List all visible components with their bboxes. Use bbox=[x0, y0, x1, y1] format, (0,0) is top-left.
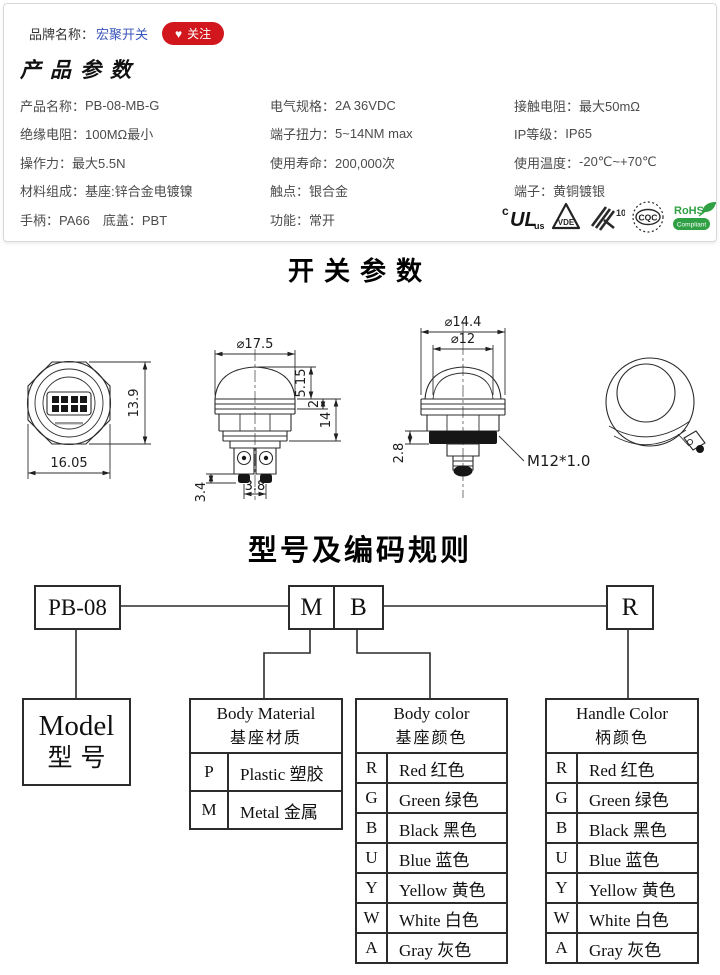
param-terminal-material: 端子：黄铜镀银 bbox=[514, 184, 606, 200]
svg-text:CQC: CQC bbox=[639, 213, 658, 223]
svg-text:10: 10 bbox=[616, 208, 625, 218]
handle-color-header-cn: 柄颜色 bbox=[594, 730, 649, 747]
thread-view-drawing: ⌀14.4 ⌀12 2.8 M12*1.0 bbox=[392, 315, 590, 498]
vde-certification-icon: VDE bbox=[551, 202, 581, 230]
follow-button[interactable]: ♥ 关注 bbox=[162, 22, 225, 45]
coding-connector-lines bbox=[75, 605, 629, 698]
heart-icon: ♥ bbox=[175, 26, 183, 41]
param-service-life: 使用寿命：200,000次 bbox=[270, 155, 396, 171]
product-params-grid: 产品名称：PB-08-MB-G 电气规格：2A 36VDC 接触电阻：最大50m… bbox=[20, 91, 712, 234]
svg-text:Compliant: Compliant bbox=[677, 222, 706, 229]
param-product-name: 产品名称：PB-08-MB-G bbox=[20, 97, 160, 114]
ul-certification-icon: c UL us bbox=[502, 204, 545, 231]
model-coding-heading: 型号及编码规则 bbox=[247, 535, 472, 567]
follow-button-label: 关注 bbox=[187, 27, 212, 41]
param-contact-resistance: 接触电阻：最大50mΩ bbox=[514, 98, 641, 114]
dim-thread-seal-height: 2.8 bbox=[392, 443, 407, 464]
model-label-cn: 型号 bbox=[47, 744, 114, 772]
param-ip-rating: IP等级：IP65 bbox=[514, 126, 593, 143]
material-code-box: M bbox=[288, 585, 335, 630]
dim-front-width: 16.05 bbox=[50, 456, 87, 471]
dim-side-pin-height: 3.4 bbox=[194, 482, 209, 503]
body-material-header-cn: 基座材质 bbox=[229, 730, 302, 747]
terminal-pins-front bbox=[52, 396, 87, 412]
param-material-composition: 材料组成：基座:锌合金电镀镍 bbox=[20, 184, 193, 200]
side-view-drawing: ⌀17.5 5.15 2 14 3.4 3.8 bbox=[194, 337, 341, 502]
svg-text:RoHS: RoHS bbox=[674, 205, 704, 217]
param-operating-temperature: 使用温度：-20℃~+70℃ bbox=[514, 154, 657, 171]
technical-drawings: 13.9 16.05 bbox=[0, 315, 720, 502]
model-label-en: Model bbox=[38, 710, 115, 743]
k10-certification-icon: 10 bbox=[590, 206, 625, 231]
svg-text:VDE: VDE bbox=[558, 218, 575, 227]
dim-side-ring-height: 2 bbox=[307, 400, 322, 408]
param-insulation-resistance: 绝缘电阻：100MΩ最小 bbox=[20, 127, 154, 143]
dim-side-dome-height: 5.15 bbox=[294, 369, 309, 398]
dim-thread-cap-diameter: ⌀14.4 bbox=[445, 315, 482, 330]
cqc-certification-icon: CQC bbox=[632, 201, 664, 233]
svg-text:us: us bbox=[534, 221, 545, 231]
front-view-drawing: 13.9 16.05 bbox=[28, 362, 152, 480]
leaf-icon bbox=[702, 202, 716, 213]
brand-bar: 品牌名称： 宏聚开关 ♥ 关注 bbox=[29, 22, 225, 45]
brand-link[interactable]: 宏聚开关 bbox=[96, 27, 149, 42]
param-operating-force: 操作力：最大5.5N bbox=[20, 155, 126, 171]
model-label-box: Model 型号 bbox=[22, 698, 131, 786]
dim-side-pin-pitch: 3.8 bbox=[245, 479, 266, 494]
product-params-title: 产品参数 bbox=[20, 57, 140, 82]
certification-icons: c UL us VDE 10 CQC RoHS C bbox=[501, 196, 717, 238]
dim-front-height: 13.9 bbox=[127, 389, 142, 418]
handle-color-header-en: Handle Color bbox=[575, 704, 669, 723]
switch-params-heading: 开关参数 bbox=[287, 256, 432, 286]
svg-text:UL: UL bbox=[510, 209, 537, 231]
body-color-code-box: B bbox=[333, 585, 384, 630]
dim-side-cap-diameter: ⌀17.5 bbox=[237, 337, 274, 352]
body-material-header-en: Body Material bbox=[216, 704, 316, 723]
param-terminal-torque: 端子扭力：5~14NM max bbox=[270, 126, 413, 143]
dim-side-body-height: 14 bbox=[319, 412, 334, 429]
param-function: 功能：常开 bbox=[270, 212, 336, 228]
body-color-header-en: Body color bbox=[393, 704, 470, 723]
perspective-view-drawing bbox=[606, 358, 705, 453]
svg-text:c: c bbox=[502, 204, 509, 218]
param-electrical-rating: 电气规格：2A 36VDC bbox=[270, 97, 396, 114]
param-contact-material: 触点：银合金 bbox=[270, 184, 349, 200]
param-handle-material: 手柄：PA66 底盖：PBT bbox=[20, 212, 168, 228]
dim-thread-button-diameter: ⌀12 bbox=[451, 332, 475, 347]
handle-color-code-box: R bbox=[606, 585, 654, 630]
rohs-certification-icon: RoHS Compliant bbox=[673, 202, 717, 230]
body-color-header-cn: 基座颜色 bbox=[395, 730, 468, 747]
brand-name-label: 品牌名称： bbox=[29, 27, 95, 42]
model-code-box: PB-08 bbox=[34, 585, 121, 630]
product-params-card: 品牌名称： 宏聚开关 ♥ 关注 产品参数 产品名称：PB-08-MB-G 电气规… bbox=[3, 3, 717, 242]
thread-spec-label: M12*1.0 bbox=[527, 452, 590, 470]
